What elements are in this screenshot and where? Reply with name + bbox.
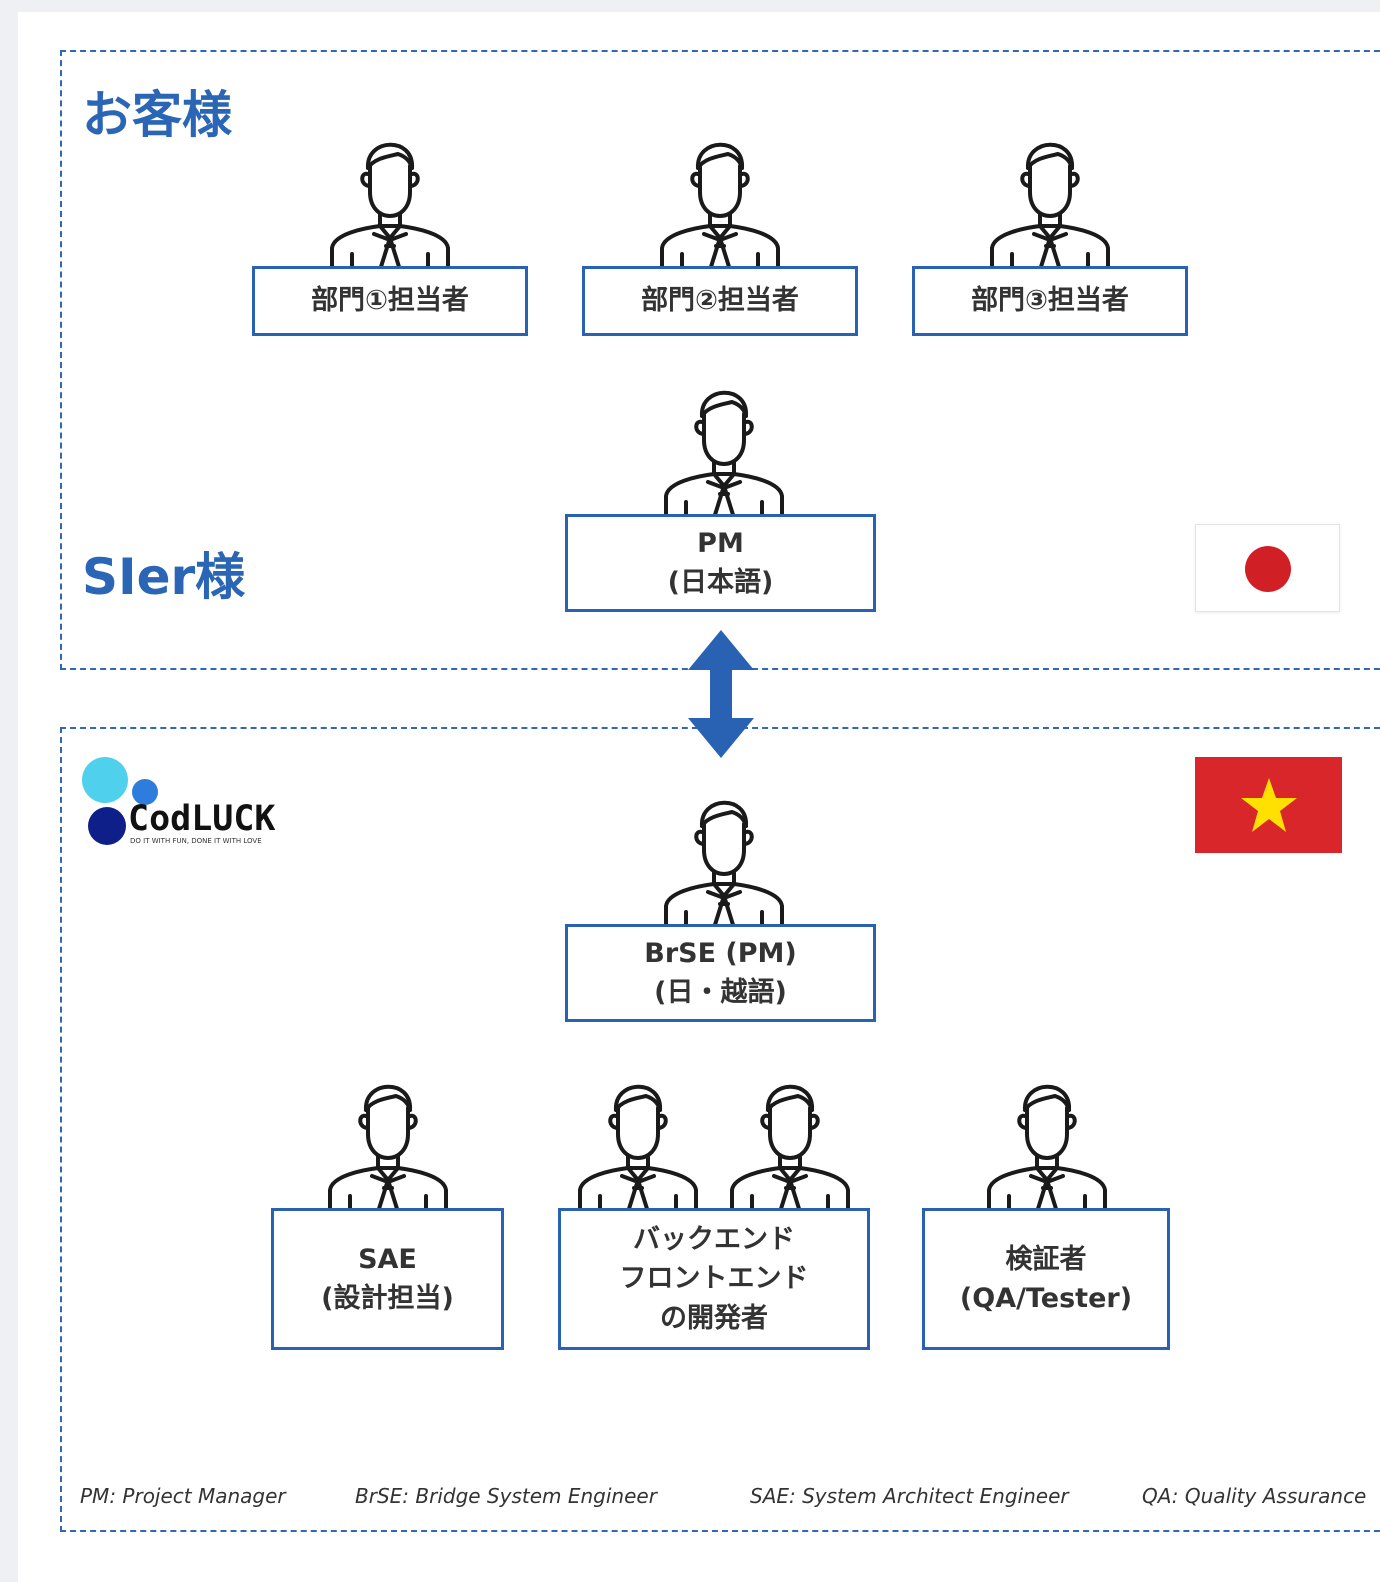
dept3-role-box: 部門③担当者	[912, 266, 1188, 336]
qa-role-box: 検証者 (QA/Tester)	[922, 1208, 1170, 1350]
client-label: お客様	[82, 86, 232, 144]
logo-wordmark: CodLUCK	[128, 799, 276, 839]
logo-tagline: DO IT WITH FUN, DONE IT WITH LOVE	[130, 837, 262, 845]
legend-brse: BrSE: Bridge System Engineer	[355, 1484, 657, 1508]
person-icon	[576, 1072, 700, 1212]
logo-bubble-large	[82, 757, 128, 803]
person-icon	[326, 1072, 450, 1212]
vietnam-flag-star	[1240, 778, 1297, 832]
pm-title: PM	[697, 527, 744, 559]
brse-language: (日・越語)	[654, 977, 787, 1008]
person-icon	[662, 378, 786, 518]
codluck-logo: CodLUCK DO IT WITH FUN, DONE IT WITH LOV…	[80, 755, 340, 855]
double-arrow-icon	[688, 630, 754, 758]
dept2-role-box: 部門②担当者	[582, 266, 858, 336]
legend-qa: QA: Quality Assurance	[1142, 1484, 1367, 1508]
developer-line-backend: バックエンド	[633, 1224, 795, 1256]
japan-flag-sun	[1245, 546, 1291, 592]
developer-line-developer: の開発者	[660, 1302, 768, 1334]
person-icon	[988, 130, 1112, 270]
developer-line-frontend: フロントエンド	[619, 1263, 809, 1295]
sae-role-box: SAE (設計担当)	[271, 1208, 504, 1350]
logo-bubble-small	[132, 779, 158, 805]
logo-bubble-dark	[88, 807, 126, 845]
japan-flag-icon	[1195, 524, 1340, 612]
person-icon	[985, 1072, 1109, 1212]
dept3-label: 部門③担当者	[971, 285, 1129, 317]
brse-title: BrSE (PM)	[644, 937, 797, 969]
pm-role-box: PM (日本語)	[565, 514, 876, 612]
legend-pm: PM: Project Manager	[80, 1484, 286, 1508]
sae-title: SAE	[358, 1243, 417, 1275]
pm-language: (日本語)	[667, 567, 774, 598]
legend-sae: SAE: System Architect Engineer	[750, 1484, 1069, 1508]
dept2-label: 部門②担当者	[641, 285, 799, 317]
vietnam-flag-icon	[1195, 757, 1342, 853]
dept1-role-box: 部門①担当者	[252, 266, 528, 336]
person-icon	[658, 130, 782, 270]
person-icon	[662, 788, 786, 928]
qa-description: (QA/Tester)	[959, 1283, 1133, 1314]
dept1-label: 部門①担当者	[311, 285, 469, 317]
brse-role-box: BrSE (PM) (日・越語)	[565, 924, 876, 1022]
person-icon	[328, 130, 452, 270]
person-icon	[728, 1072, 852, 1212]
sae-description: (設計担当)	[321, 1283, 454, 1314]
developer-role-box: バックエンド フロントエンド の開発者	[558, 1208, 870, 1350]
sier-label: SIer様	[82, 548, 246, 606]
qa-title: 検証者	[1005, 1243, 1087, 1275]
